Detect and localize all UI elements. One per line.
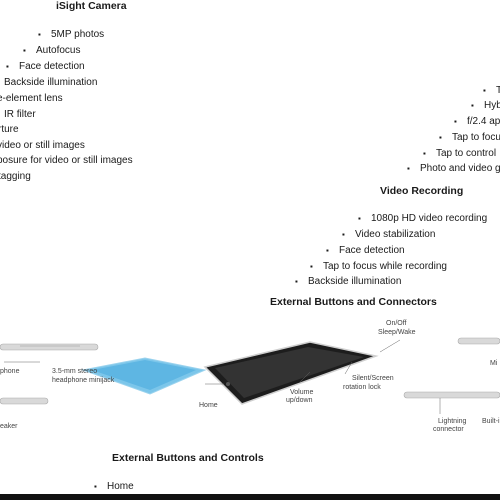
video-item: 1080p HD video recording [358,213,487,225]
video-item: Tap to focus while recording [310,261,447,273]
camera-heading: iSight Camera [56,0,127,12]
label-home: Home [199,402,218,409]
controls-item: Home [94,481,134,493]
camera-item-cutoff: video or still images [0,140,85,151]
video-item: Face detection [326,245,405,257]
right-item-cutoff: Hyb [471,100,500,112]
label-phone: phone [0,368,20,375]
camera-item: Autofocus [23,45,81,57]
right-item-cutoff: T [483,85,500,97]
label-builtin: Built-i [482,418,500,425]
ipad-illustration [0,337,500,414]
camera-item: Face detection [6,61,85,73]
label-silent-sub: rotation lock [343,384,381,391]
label-volume-sub: up/down [286,397,313,404]
camera-item: Backside illumination [4,77,97,89]
label-volume: Volume [290,389,314,396]
camera-item-cutoff: e-element lens [0,93,63,104]
right-item-cutoff: Tap to focu [439,132,500,144]
label-sleep: On/Off [386,320,407,327]
camera-item-cutoff: rture [0,124,19,135]
connectors-heading: External Buttons and Connectors [270,296,437,308]
right-item-cutoff: f/2.4 ap [454,116,500,128]
right-item-cutoff: Photo and video g [407,163,500,175]
camera-item-cutoff: posure for video or still images [0,155,133,166]
label-speaker: eaker [0,423,18,430]
label-lightning: Lightning [438,418,467,425]
label-stereo: 3.5-mm stereo [52,368,98,375]
label-lightning-sub: connector [433,426,464,433]
camera-item: 5MP photos [38,29,104,41]
video-heading: Video Recording [380,185,464,197]
video-item: Video stabilization [342,229,436,241]
video-item: Backside illumination [295,276,401,288]
label-mic: Mi [490,360,498,367]
right-item-cutoff: Tap to control [423,148,496,160]
bottom-bar [0,494,500,500]
camera-item-cutoff: tagging [0,171,31,182]
label-minijack: headphone minijack [52,377,115,384]
camera-item-cutoff: IR filter [4,109,36,120]
label-sleep-sub: Sleep/Wake [378,329,416,336]
controls-heading: External Buttons and Controls [112,452,264,464]
label-silent: Silent/Screen [352,375,394,382]
